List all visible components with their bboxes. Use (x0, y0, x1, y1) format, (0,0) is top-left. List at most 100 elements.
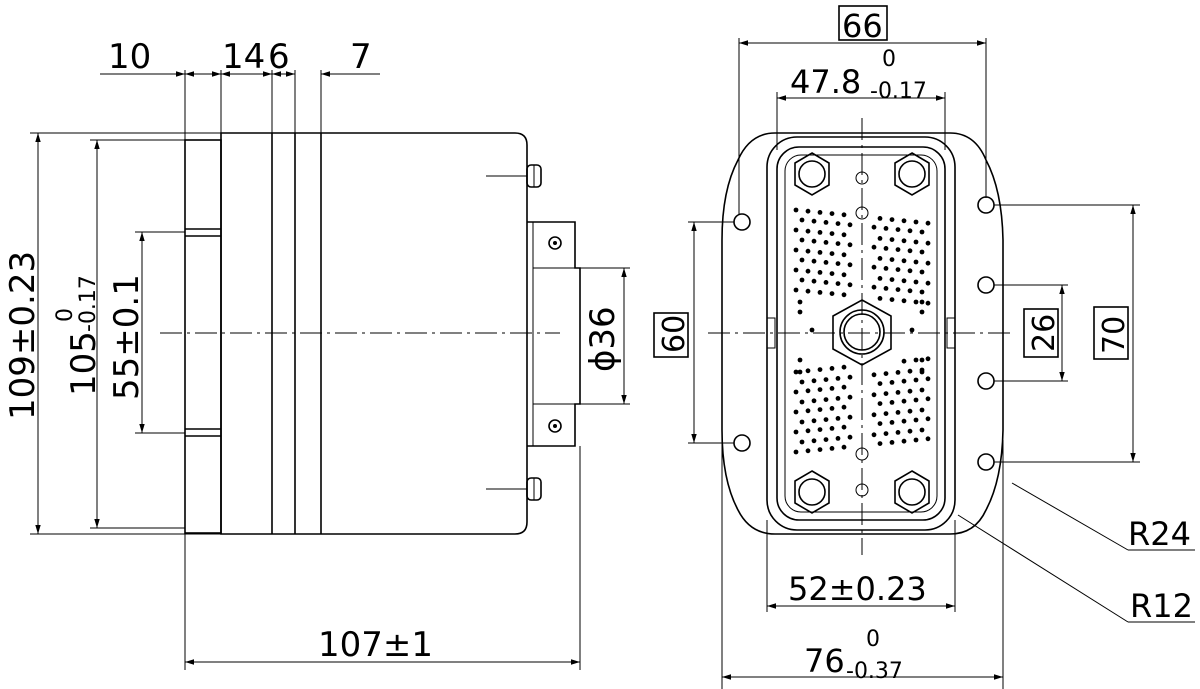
contact-pin (925, 416, 931, 422)
contact-pin (871, 224, 877, 230)
contact-pin (835, 261, 841, 266)
contact-pin (901, 358, 907, 364)
contact-pin (907, 248, 913, 254)
contact-pin (829, 386, 835, 391)
contact-pin (877, 216, 883, 221)
contact-pin (823, 280, 829, 285)
bracket-hole-bottom (548, 419, 562, 433)
main-body (220, 132, 528, 535)
contact-pin (877, 296, 883, 301)
mount-hole-right-2 (977, 276, 995, 294)
dim-opening-upper: 0 (882, 47, 896, 72)
side-view: 10 14 6 7 109±0.23 0 105 -0.17 55±0.1 ϕ3… (3, 37, 630, 670)
dim-top-10: 10 (108, 37, 151, 77)
contact-pin (913, 259, 919, 265)
contact-pin (797, 299, 803, 305)
contact-pin (877, 441, 883, 446)
contact-pin (805, 268, 811, 274)
contact-pin (805, 408, 811, 414)
contact-pin (925, 300, 931, 306)
contact-pin (871, 392, 877, 398)
dim-height-105-upper: 0 (53, 308, 78, 322)
contact-pin (895, 227, 901, 233)
contact-pin (823, 260, 829, 265)
contact-pin (829, 271, 835, 276)
contact-pin (919, 369, 925, 375)
contact-pin (901, 218, 907, 224)
contact-pin (919, 289, 925, 295)
contact-pin (829, 231, 835, 237)
contact-pin (841, 444, 847, 450)
front-flange (184, 139, 222, 534)
contact-pin (811, 238, 817, 244)
contact-pin (925, 436, 931, 442)
contact-pin (901, 418, 907, 424)
contact-pin (811, 278, 817, 284)
contact-pin (817, 250, 823, 255)
mount-hole-right-1 (977, 196, 995, 214)
dim-opening-47-8: 47.8 (790, 63, 861, 101)
contact-pin (799, 237, 805, 243)
contact-pin (793, 409, 799, 415)
bracket-hole-top (548, 236, 562, 250)
contact-pin (799, 439, 805, 445)
contact-pin (841, 364, 847, 370)
contact-pin (919, 299, 925, 305)
contact-pin (793, 429, 799, 435)
contact-pin (805, 288, 811, 294)
contact-pin (823, 417, 829, 422)
contact-pin (883, 246, 889, 251)
contact-pin (919, 229, 925, 235)
contact-pin (811, 378, 817, 384)
contact-pin (889, 420, 895, 425)
dim-height-105-lower: -0.17 (76, 275, 101, 332)
contact-pin (811, 398, 817, 404)
contact-pin (847, 374, 853, 380)
contact-pin (877, 276, 883, 281)
contact-pin (877, 401, 883, 406)
contact-pin (883, 226, 889, 231)
dim-height-105: 105 (64, 331, 104, 396)
mount-hole-right-3 (977, 372, 995, 390)
contact-pin (871, 244, 877, 250)
contact-pin (847, 434, 853, 440)
contact-pin (913, 219, 919, 225)
contact-pin (871, 432, 877, 438)
contact-pin (811, 258, 817, 264)
contact-pin (907, 388, 913, 394)
contact-pin (889, 237, 895, 243)
contact-pin (829, 426, 835, 431)
contact-pin (919, 269, 925, 275)
contact-pin (901, 438, 907, 444)
contact-pin (793, 207, 799, 213)
mount-hole-left-bottom (733, 434, 751, 452)
contact-pin (817, 387, 823, 392)
radius-r24: R24 (1128, 515, 1191, 553)
contact-pin (895, 267, 901, 272)
contact-pin (913, 299, 919, 305)
contact-pin (913, 397, 919, 403)
contact-pin (817, 210, 823, 215)
contact-pin (877, 421, 883, 426)
contact-pin (829, 251, 835, 256)
contact-pin (901, 258, 907, 264)
contact-pin (811, 418, 817, 424)
dim-top-6: 6 (268, 37, 290, 77)
contact-pin (805, 388, 811, 394)
contact-pin (809, 327, 815, 333)
contact-pin (835, 376, 841, 381)
contact-pin (797, 357, 803, 363)
contact-pin (799, 257, 805, 263)
contact-pin (835, 436, 841, 441)
dim-opening-lower: -0.17 (870, 79, 927, 104)
contact-pin (817, 230, 823, 235)
contact-pin (925, 260, 931, 266)
dim-overall-lower: -0.37 (846, 659, 903, 684)
contact-pin (823, 220, 829, 225)
contact-pin (883, 411, 889, 416)
contact-pin (811, 218, 817, 224)
contact-pin (883, 371, 889, 376)
radius-r12: R12 (1130, 587, 1193, 625)
contact-pin (883, 266, 889, 271)
